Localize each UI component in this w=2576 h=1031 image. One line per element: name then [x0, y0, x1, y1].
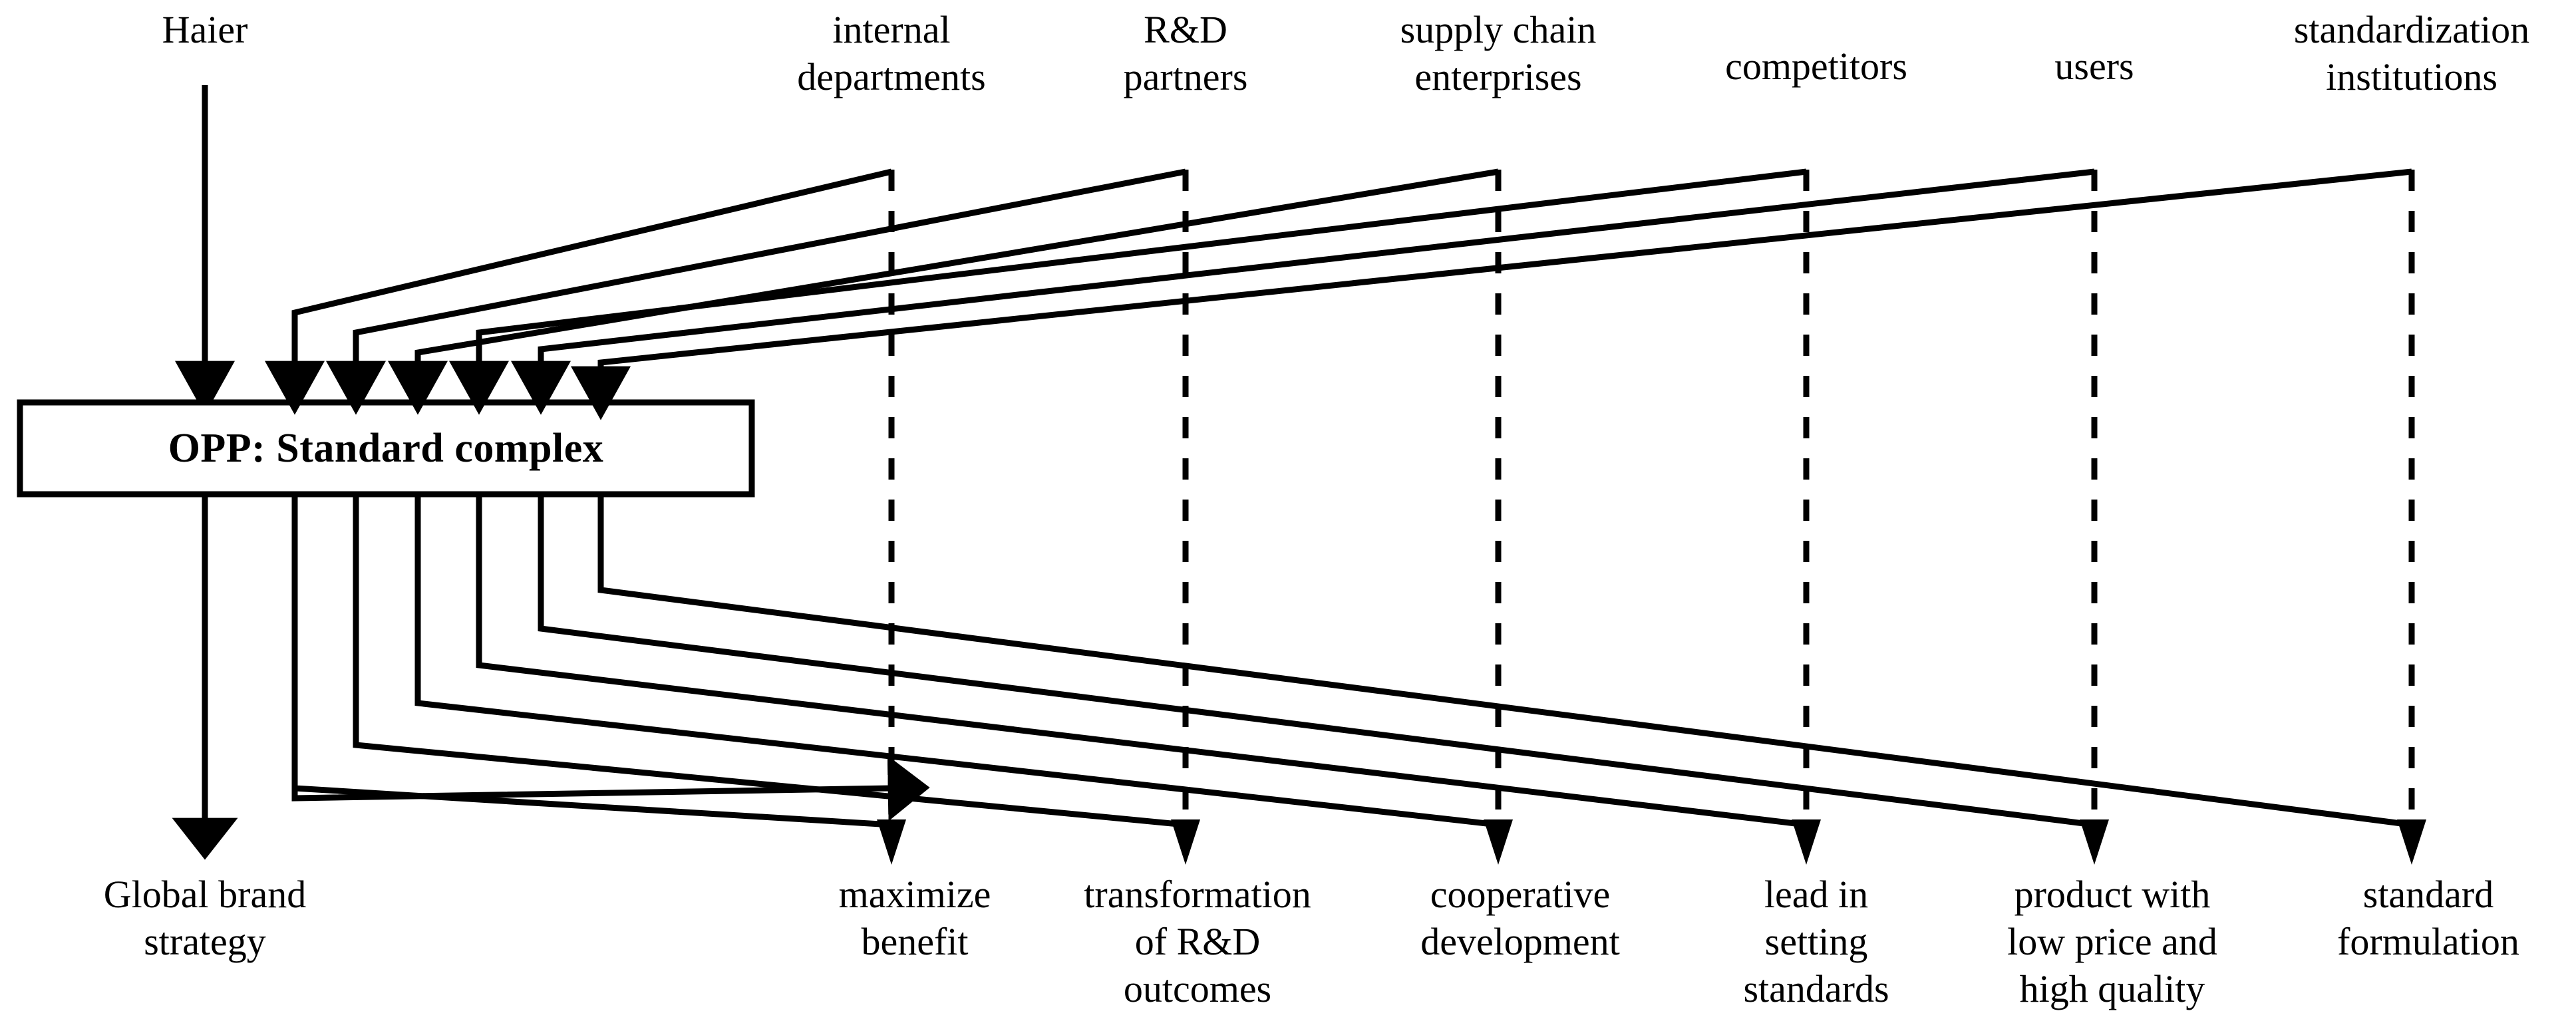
- goal-label-product-low-price-high-quality: product with low price and high quality: [2007, 873, 2217, 1010]
- out-path-4: [476, 494, 1807, 828]
- goal-arrowheads: [877, 819, 2426, 865]
- actor-label-supply-chain-enterprises: supply chain enterprises: [1400, 8, 1597, 98]
- out-path-5: [538, 494, 2095, 828]
- inbound-standardization-institutions: [571, 168, 2412, 420]
- goal-arrow-4: [1792, 819, 1821, 865]
- outbound-connectors: [291, 494, 930, 821]
- goal-label-maximize-benefit: maximize benefit: [838, 873, 991, 963]
- goal-arrow-1: [877, 819, 906, 865]
- out-path-3: [414, 494, 1499, 828]
- goal-label-lead-in-setting-standards: lead in setting standards: [1743, 873, 1889, 1010]
- inbound-connectors: [265, 168, 2412, 420]
- inbound-internal-departments: [265, 168, 893, 415]
- out-path-2: [353, 494, 1186, 828]
- outbound-connectors-paths: [291, 494, 2412, 828]
- out-path-1: [291, 494, 892, 828]
- inbound-rd-partners: [326, 168, 1186, 415]
- actor-label-rd-partners: R&D partners: [1123, 8, 1248, 98]
- outbound-maximize-benefit: [291, 494, 930, 821]
- goal-arrow-5: [2080, 819, 2109, 865]
- goal-arrow-3: [1484, 819, 1513, 865]
- opp-box-label: OPP: Standard complex: [168, 425, 604, 471]
- goal-label-transformation-of-rd-outcomes: transformation of R&D outcomes: [1084, 873, 1311, 1010]
- out-path-6: [597, 494, 2412, 828]
- inbound-supply-chain-enterprises: [388, 168, 1499, 415]
- actor-label-haier: Haier: [162, 8, 248, 51]
- goal-label-standard-formulation: standard formulation: [2337, 873, 2519, 963]
- actor-label-internal-departments: internal departments: [797, 8, 986, 98]
- actor-label-users: users: [2054, 45, 2134, 88]
- inbound-competitors: [449, 168, 1807, 415]
- actor-label-standardization-institutions: standardization institutions: [2293, 8, 2530, 98]
- actor-label-competitors: competitors: [1725, 45, 1907, 88]
- goal-label-global-brand-strategy: Global brand strategy: [103, 873, 307, 963]
- inbound-users: [511, 168, 2095, 415]
- goal-label-cooperative-development: cooperative development: [1420, 873, 1620, 963]
- goal-arrow-2: [1171, 819, 1200, 865]
- goal-arrow-6: [2397, 819, 2426, 865]
